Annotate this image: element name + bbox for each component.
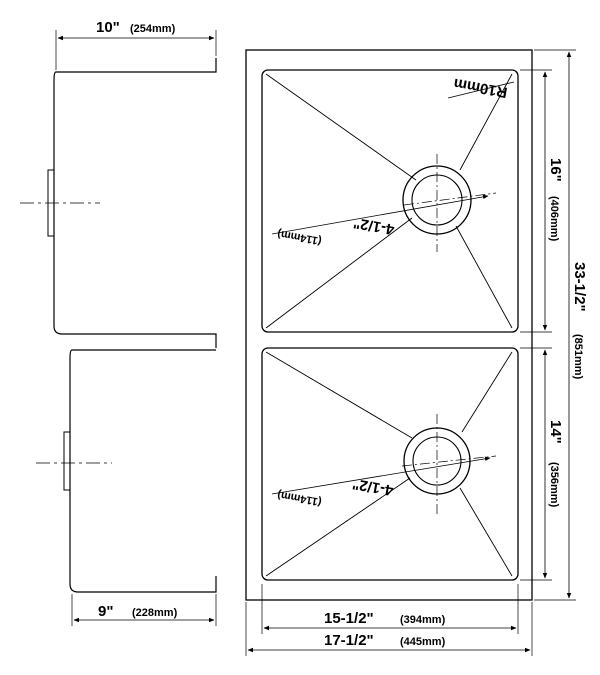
top-bowl-metric: (406mm) xyxy=(548,196,560,242)
dimension-side-bottom: 9" (228mm) xyxy=(71,594,217,626)
bottom-bowl-imperial: 14" xyxy=(547,420,564,444)
drain-offset-bottom-metric: (114mm) xyxy=(276,488,322,508)
dimension-outer-width: 17-1/2" (445mm) xyxy=(245,602,533,656)
side-top-metric: (254mm) xyxy=(130,23,176,35)
overall-length-imperial: 33-1/2" xyxy=(571,262,588,312)
dimension-inner-width: 15-1/2" (394mm) xyxy=(261,584,519,634)
drain-offset-top-imperial: 4-1/2" xyxy=(352,214,396,238)
outer-width-imperial: 17-1/2" xyxy=(324,632,374,649)
corner-radius-label: R10mm xyxy=(452,75,508,101)
sink-outer-rim xyxy=(245,49,533,601)
dimension-bottom-bowl: 14" (356mm) xyxy=(520,347,564,581)
upper-bowl xyxy=(261,69,519,333)
dimension-side-top: 10" (254mm) xyxy=(55,19,217,70)
side-top-imperial: 10" xyxy=(96,19,120,36)
outer-width-metric: (445mm) xyxy=(400,636,446,648)
overall-length-metric: (851mm) xyxy=(572,334,584,380)
side-profile-top xyxy=(20,58,217,348)
side-bottom-imperial: 9" xyxy=(98,603,113,620)
drain-offset-bottom-imperial: 4-1/2" xyxy=(351,475,395,499)
bottom-bowl-metric: (356mm) xyxy=(548,462,560,508)
dimension-top-bowl: 16" (406mm) xyxy=(520,69,564,333)
top-bowl-imperial: 16" xyxy=(547,158,564,182)
drain-offset-top-metric: (114mm) xyxy=(276,227,322,247)
side-bottom-metric: (228mm) xyxy=(132,607,178,619)
inner-width-imperial: 15-1/2" xyxy=(324,610,374,627)
side-profile-bottom xyxy=(36,349,217,593)
inner-width-metric: (394mm) xyxy=(400,614,446,626)
lower-bowl xyxy=(261,347,519,581)
dimension-overall-length: 33-1/2" (851mm) xyxy=(534,49,588,601)
